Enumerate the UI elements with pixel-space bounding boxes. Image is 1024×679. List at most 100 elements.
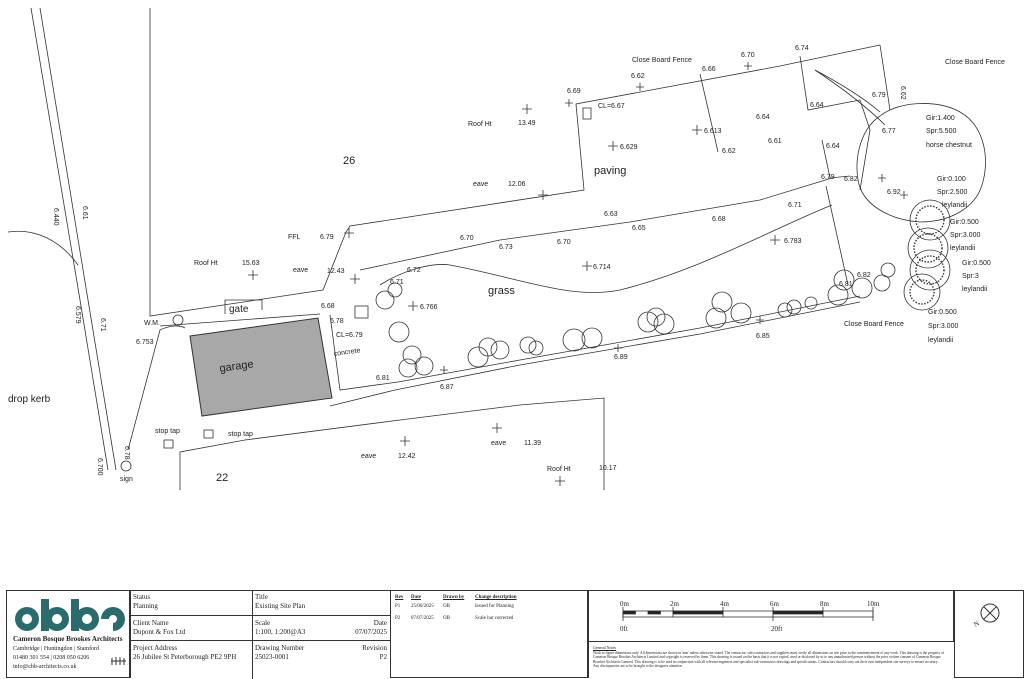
level-label: 6.73: [499, 244, 513, 251]
tree-canopy: [375, 290, 395, 310]
grass-outline: [379, 204, 833, 293]
drawing-number-cell: Drawing Number 25023-0001 Revision P2: [253, 641, 391, 679]
scale-bar-segment: [672, 610, 724, 615]
level-marker: [344, 228, 354, 238]
general-notes-title: General Notes: [593, 645, 616, 650]
level-label: 6.64: [826, 143, 840, 150]
scale-value: 1:100, 1:200@A3: [255, 628, 306, 636]
tree-canopy: [388, 321, 410, 343]
tree-canopy: [581, 327, 603, 349]
scale-bar: 0m 2m 4m 6m 8m 10m 0ft 20ft: [620, 600, 880, 633]
level-label: 15.63: [242, 260, 260, 267]
plot-label-22: 22: [216, 472, 228, 484]
level-label: 6.87: [440, 384, 454, 391]
tree-canopy: [653, 313, 675, 335]
level-label: 11.39: [524, 440, 541, 447]
level-label: Roof Ht: [468, 121, 492, 128]
tree-label: Spr:3.000: [950, 232, 980, 239]
south-boundary: [397, 295, 861, 383]
rev-row-rev: P2: [395, 616, 401, 621]
level-label: 6.92: [887, 189, 901, 196]
north-panel: N: [954, 590, 1024, 678]
scale-label-m: 8m: [820, 600, 830, 608]
level-label: 6.61: [768, 138, 782, 145]
level-label: eave: [473, 181, 488, 188]
inspection-chamber: [582, 107, 592, 120]
client-cell: Client Name Dupont & Fox Ltd: [131, 616, 253, 641]
level-marker: [770, 235, 780, 245]
level-marker: [440, 366, 448, 374]
tree-canopy: [705, 307, 727, 329]
drive-edge: [127, 325, 186, 451]
level-label: stop tap: [155, 428, 180, 435]
level-label: 12.06: [508, 181, 526, 188]
status-cell: Status Planning: [131, 591, 253, 616]
level-label: sign: [120, 476, 133, 483]
level-label: 6.82: [844, 176, 858, 183]
rev-row-date: 07/07/2025: [411, 616, 434, 621]
water-meter: [172, 314, 184, 326]
level-marker: [555, 476, 565, 486]
title-cell: Title Existing Site Plan: [253, 591, 391, 616]
scale-label-m: 6m: [770, 600, 780, 608]
company-name: Cameron Bosque Brookes Architects: [13, 635, 123, 643]
leylandii-canopy: [915, 205, 945, 235]
tree-canopy: [851, 277, 873, 299]
stop-tap-box: [203, 429, 214, 439]
leylandii-canopy: [913, 233, 943, 263]
company-offices: Cambridge | Huntingdon | Stamford: [13, 646, 100, 652]
road-edge-line: [30, 7, 109, 471]
tree-label: Spr:5.500: [926, 128, 956, 135]
level-label: 6.81: [376, 375, 390, 382]
leylandii-canopy: [909, 279, 935, 305]
level-label: CL=6.67: [598, 103, 625, 110]
leylandii-canopy: [915, 255, 945, 285]
level-marker: [900, 191, 908, 199]
drive-edge: [159, 313, 321, 327]
drop-kerb-label: drop kerb: [8, 394, 51, 405]
level-label: 12.43: [327, 268, 345, 275]
tree-canopy: [467, 346, 489, 368]
level-marker: [692, 125, 702, 135]
level-label: 6.579: [74, 306, 81, 324]
level-label: Roof Ht: [547, 466, 571, 473]
rev-row-rev: P1: [395, 604, 401, 609]
company-email: info@cbb-architects.co.uk: [13, 664, 77, 670]
level-marker: [744, 62, 752, 70]
rev-row-date: 25/06/2025: [411, 604, 434, 609]
level-marker: [636, 83, 644, 91]
status-value: Planning: [133, 602, 158, 610]
general-notes-text: Work to figure dimensions only. All dime…: [593, 651, 945, 669]
house-26-outline: [149, 8, 881, 317]
level-marker: [400, 436, 410, 446]
revision-label: Revision: [362, 644, 387, 652]
plot-label-26: 26: [343, 155, 355, 167]
gate-line: [224, 299, 263, 314]
title-label: Title: [255, 593, 268, 601]
level-label: 6.71: [99, 318, 106, 332]
level-label: 6.700: [96, 458, 103, 476]
revision-table: Rev Date Drawn by Change description P1 …: [390, 590, 588, 678]
tree-canopy: [873, 274, 891, 292]
company-logo: [15, 599, 125, 631]
fence-line: [699, 73, 719, 153]
rev-row-desc: Issued for Planning: [475, 604, 514, 609]
drawing-number-label: Drawing Number: [255, 644, 305, 652]
client-value: Dupont & Fox Ltd: [133, 628, 186, 636]
tree-label: leylandii: [942, 202, 968, 209]
tree-label: Gir:0.500: [962, 260, 991, 267]
accreditation-icon: [111, 657, 126, 665]
level-label: 6.62: [899, 86, 906, 100]
project-panel: Status Planning Title Existing Site Plan…: [130, 590, 391, 679]
level-label: 6.62: [631, 73, 645, 80]
stop-tap-box: [163, 439, 174, 449]
address-cell: Project Address 26 Jubilee St Peterborou…: [131, 641, 253, 679]
tree-canopy: [833, 269, 855, 291]
level-marker: [565, 99, 573, 107]
tree-canopy: [711, 291, 733, 313]
address-value: 26 Jubilee St Peterborough PE2 9PH: [133, 653, 237, 661]
scale-label-ft: 0ft: [620, 625, 628, 633]
date-value: 07/07/2025: [355, 628, 387, 636]
fence-label: Close Board Fence: [844, 321, 904, 328]
tree-label: Spr:3: [962, 273, 979, 280]
